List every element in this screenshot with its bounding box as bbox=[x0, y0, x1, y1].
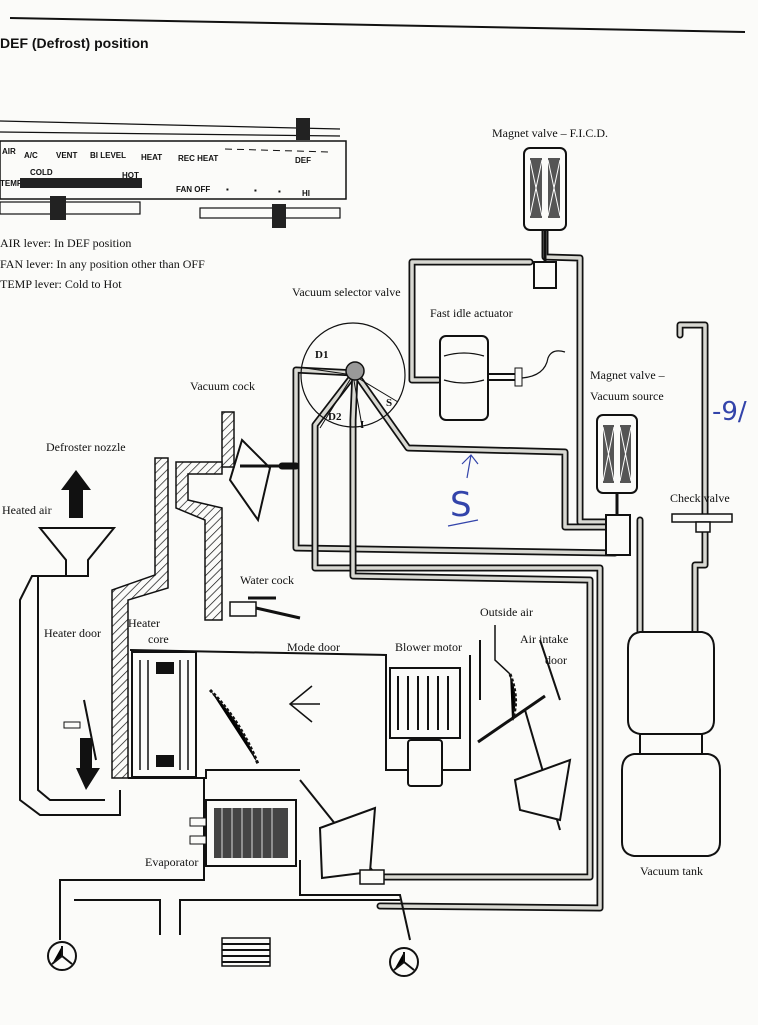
label-vacuum-cock: Vacuum cock bbox=[190, 379, 255, 393]
temp-lever-track bbox=[0, 201, 141, 215]
blower-motor bbox=[389, 667, 461, 787]
port-s-label: S bbox=[386, 397, 392, 409]
panel-pos-vent: VENT bbox=[56, 151, 77, 160]
label-blower-motor: Blower motor bbox=[395, 640, 462, 654]
label-vacuum-selector: Vacuum selector valve bbox=[292, 285, 401, 299]
handwritten-underline bbox=[447, 519, 479, 527]
control-panel: AIR A/C VENT BI LEVEL HEAT REC HEAT DEF … bbox=[0, 118, 347, 228]
panel-hot: HOT bbox=[122, 171, 139, 180]
heated-air-arrow bbox=[61, 470, 91, 518]
handwritten-s: S bbox=[450, 485, 472, 525]
magnet-valve-vacuum-source bbox=[596, 414, 638, 556]
floor-vents bbox=[47, 937, 419, 977]
lower-actuator bbox=[299, 779, 385, 885]
label-air-intake-2: door bbox=[545, 653, 567, 667]
hvac-duct bbox=[19, 457, 561, 941]
panel-pos-def: DEF bbox=[295, 156, 311, 165]
vacuum-cock bbox=[221, 411, 290, 523]
note-fan-lever: FAN lever: In any position other than OF… bbox=[0, 257, 205, 271]
svg-text:▪: ▪ bbox=[226, 185, 229, 194]
heater-door bbox=[63, 699, 100, 790]
label-mode-door: Mode door bbox=[287, 640, 340, 654]
port-d1-label: D1 bbox=[315, 349, 328, 361]
air-intake-door bbox=[477, 625, 572, 831]
handwritten-arrow bbox=[461, 454, 479, 479]
fan-lever-track bbox=[199, 207, 341, 219]
vacuum-hoses bbox=[278, 211, 709, 912]
check-valve bbox=[671, 513, 733, 533]
label-heated-air: Heated air bbox=[2, 503, 52, 517]
temp-gradient-bar bbox=[20, 178, 142, 188]
svg-text:▪: ▪ bbox=[254, 186, 257, 195]
label-check-valve: Check valve bbox=[670, 491, 730, 505]
panel-temp-label: TEMP bbox=[0, 179, 23, 188]
handwritten-margin-note: -9/ bbox=[712, 397, 747, 427]
heater-core bbox=[131, 651, 197, 778]
panel-pos-bilevel: BI LEVEL bbox=[90, 151, 126, 160]
label-heater-core-1: Heater bbox=[128, 616, 160, 630]
panel-pos-ac: A/C bbox=[24, 151, 38, 160]
label-vacuum-tank: Vacuum tank bbox=[640, 864, 703, 878]
panel-pos-heat: HEAT bbox=[141, 153, 162, 162]
svg-text:▪: ▪ bbox=[278, 187, 281, 196]
vacuum-tank bbox=[621, 631, 721, 857]
panel-cold: COLD bbox=[30, 168, 53, 177]
header-rule bbox=[9, 17, 746, 33]
label-magnet-vac-1: Magnet valve – bbox=[590, 368, 666, 382]
note-temp-lever: TEMP lever: Cold to Hot bbox=[0, 277, 122, 291]
label-magnet-vac-2: Vacuum source bbox=[590, 389, 664, 403]
panel-fan-hi: HI bbox=[302, 189, 310, 198]
vacuum-selector-valve: D1 D2 I S bbox=[300, 322, 406, 431]
temp-lever-knob[interactable] bbox=[50, 196, 66, 220]
air-lever-knob[interactable] bbox=[296, 118, 310, 140]
mode-door bbox=[208, 685, 320, 765]
outside-air-arrow bbox=[494, 625, 511, 675]
label-outside-air: Outside air bbox=[480, 605, 533, 619]
panel-air-label: AIR bbox=[2, 147, 16, 156]
label-fast-idle: Fast idle actuator bbox=[430, 306, 513, 320]
label-evaporator: Evaporator bbox=[145, 855, 198, 869]
fast-idle-actuator bbox=[439, 335, 566, 421]
evaporator bbox=[189, 799, 297, 867]
water-cock bbox=[229, 596, 301, 620]
fan-lever-knob[interactable] bbox=[272, 204, 286, 228]
page-title: DEF (Defrost) position bbox=[0, 35, 149, 51]
label-heater-door: Heater door bbox=[44, 626, 101, 640]
airflow-arrow bbox=[288, 685, 320, 723]
selector-hub bbox=[345, 361, 365, 381]
port-d2-label: D2 bbox=[328, 411, 342, 423]
label-water-cock: Water cock bbox=[240, 573, 294, 587]
note-air-lever: AIR lever: In DEF position bbox=[0, 236, 131, 250]
magnet-valve-ficd bbox=[523, 147, 567, 289]
label-heater-core-2: core bbox=[148, 632, 169, 646]
label-air-intake-1: Air intake bbox=[520, 632, 568, 646]
panel-fan-off: FAN OFF bbox=[176, 185, 210, 194]
port-i-label: I bbox=[360, 419, 364, 431]
label-magnet-ficd: Magnet valve – F.I.C.D. bbox=[492, 126, 608, 140]
label-defroster-nozzle: Defroster nozzle bbox=[46, 440, 126, 454]
defroster-nozzle bbox=[37, 527, 117, 577]
panel-pos-recheat: REC HEAT bbox=[178, 154, 218, 163]
